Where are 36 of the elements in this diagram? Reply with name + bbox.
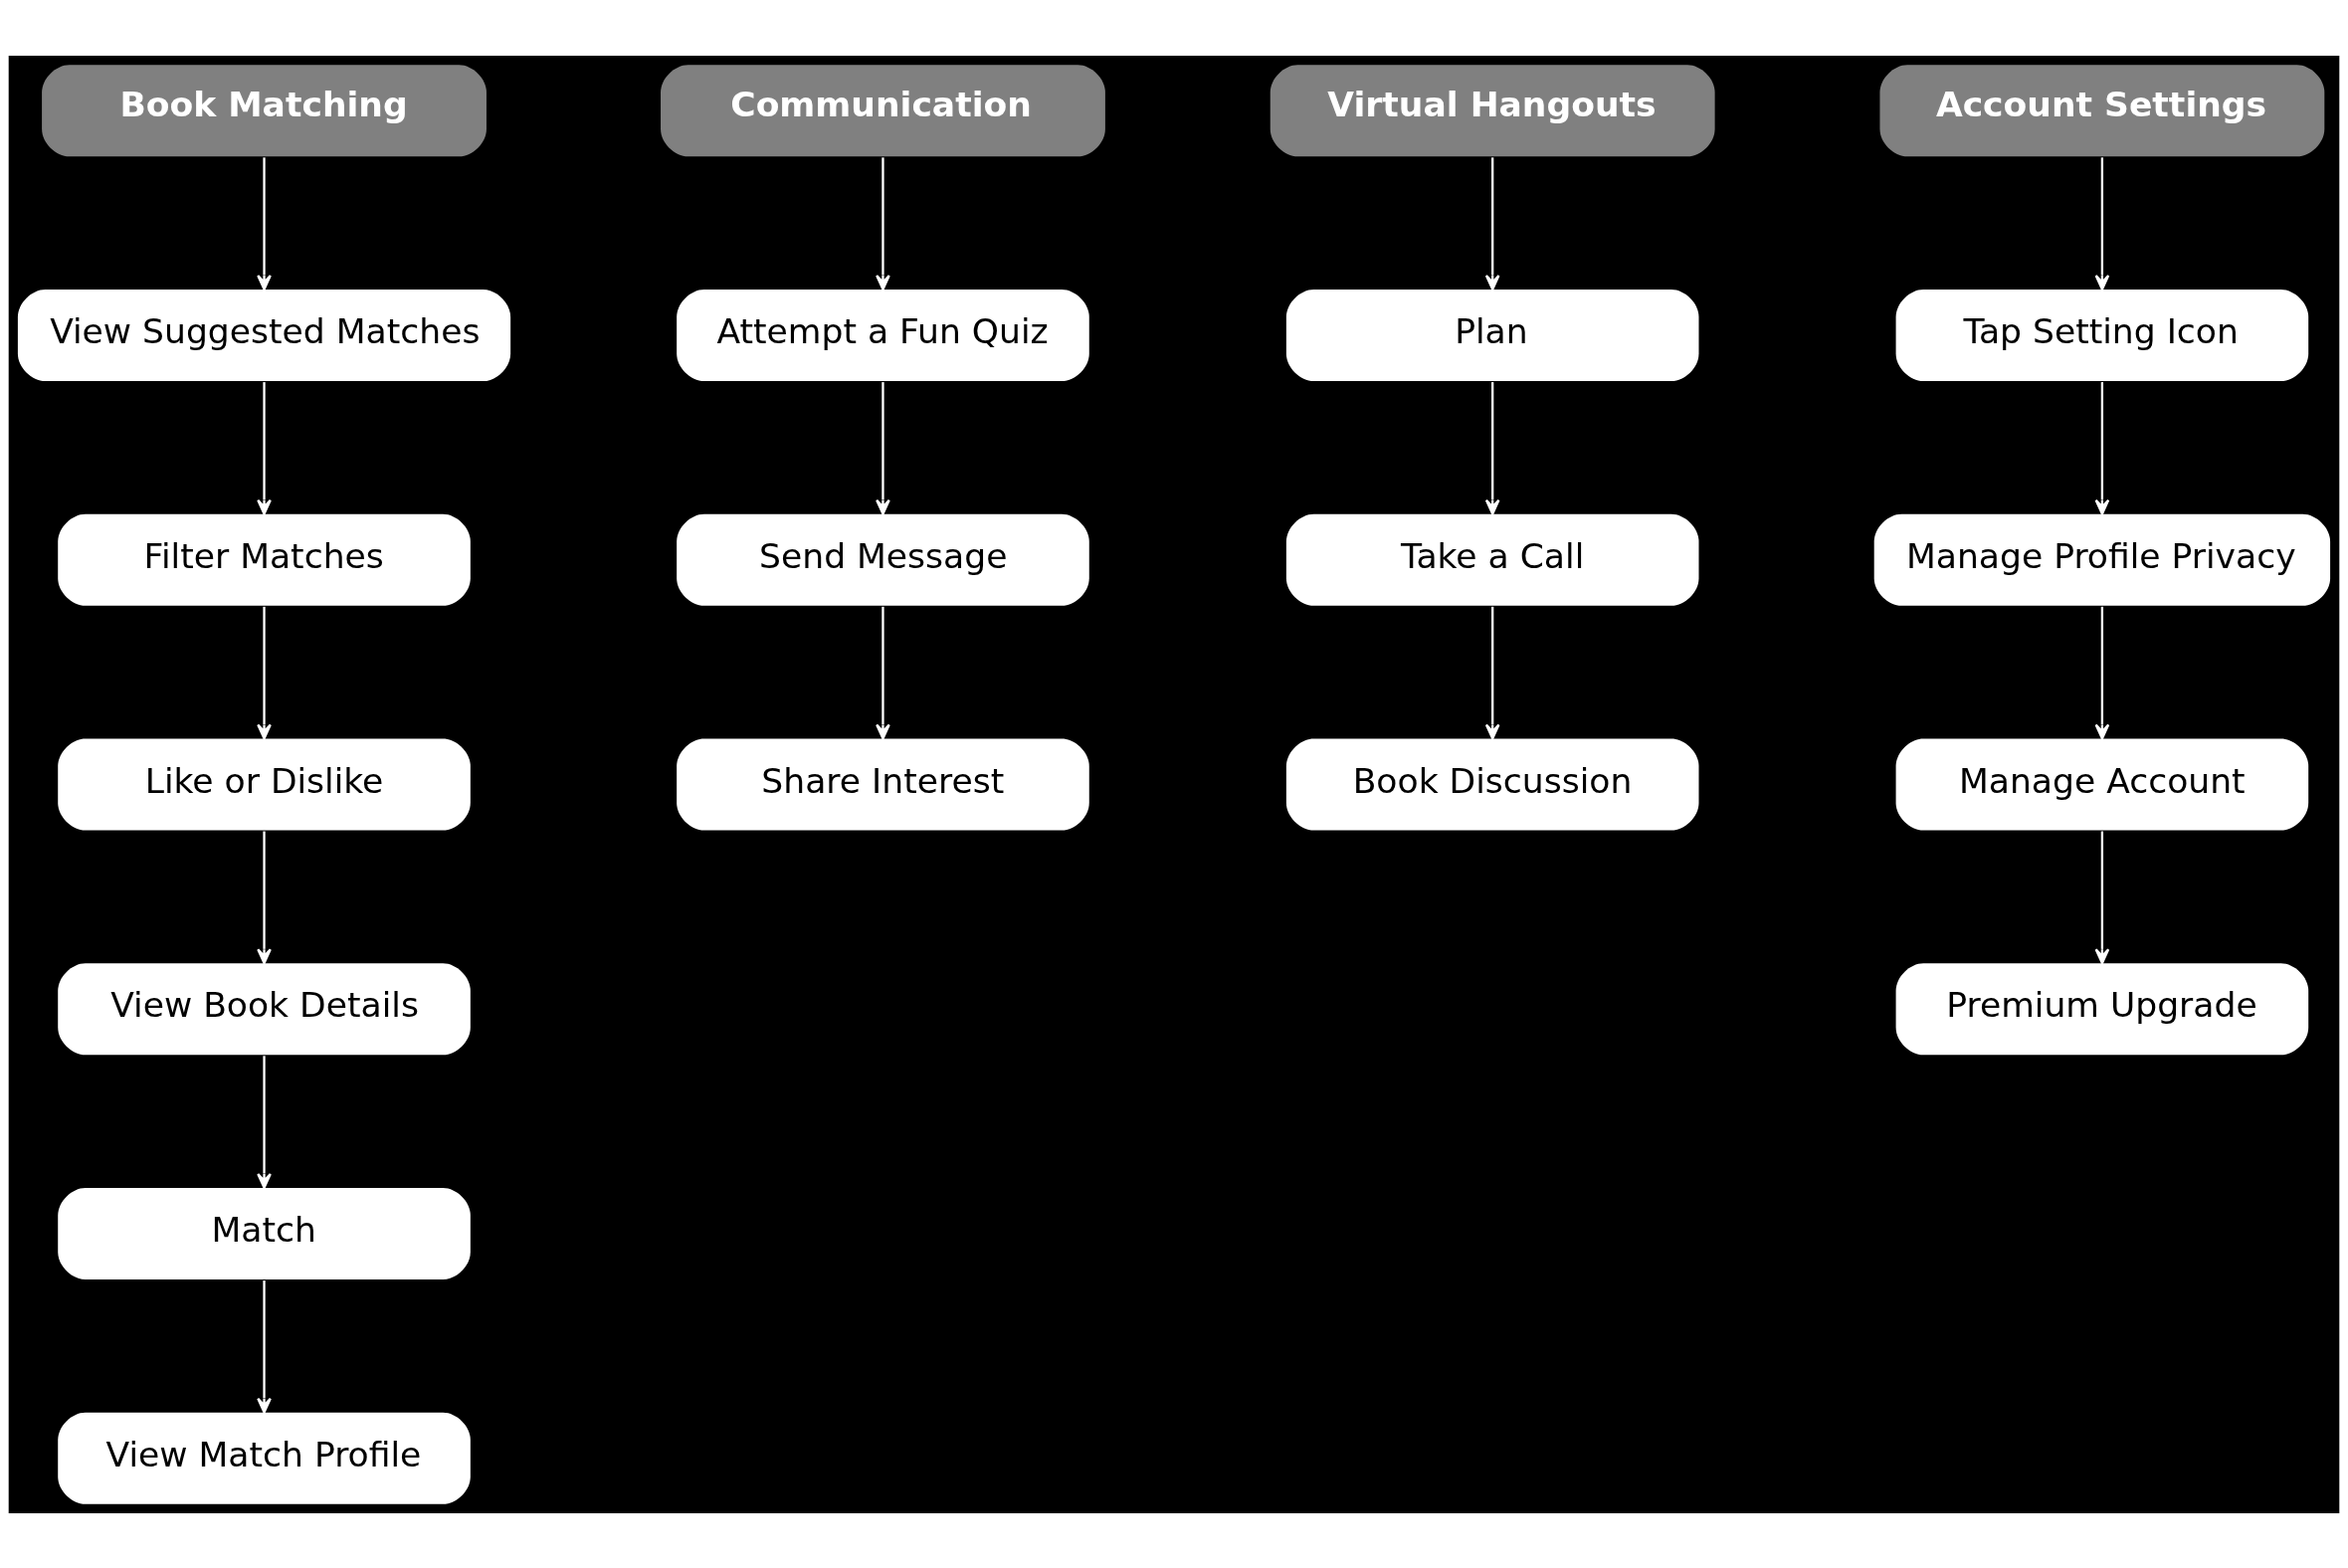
arrow bbox=[257, 606, 272, 739]
node-box: View Suggested Matches bbox=[17, 289, 511, 381]
arrow bbox=[257, 156, 272, 291]
node-box: Plan bbox=[1285, 289, 1699, 381]
node-box: Match bbox=[58, 1187, 471, 1279]
node-box: Account Settings bbox=[1879, 64, 2325, 156]
arrow bbox=[257, 1279, 272, 1414]
arrow bbox=[257, 831, 272, 964]
node-box: Filter Matches bbox=[58, 513, 471, 606]
arrow bbox=[876, 381, 890, 515]
arrow bbox=[257, 381, 272, 515]
arrow bbox=[2094, 831, 2110, 964]
arrow bbox=[2094, 381, 2110, 515]
node-box: View Match Profile bbox=[58, 1412, 471, 1504]
arrow bbox=[876, 606, 890, 739]
arrow bbox=[2094, 156, 2110, 291]
node-box: Premium Upgrade bbox=[1895, 962, 2309, 1055]
arrow bbox=[257, 1055, 272, 1189]
node-box: Like or Dislike bbox=[58, 737, 471, 831]
node-box: Book Discussion bbox=[1285, 737, 1699, 831]
arrow bbox=[2094, 606, 2110, 739]
arrow bbox=[1484, 606, 1500, 739]
arrow bbox=[1484, 381, 1500, 515]
node-box: Tap Setting Icon bbox=[1895, 289, 2309, 381]
node-box: Virtual Hangouts bbox=[1270, 64, 1715, 156]
arrow bbox=[876, 156, 890, 291]
node-box: View Book Details bbox=[58, 962, 471, 1055]
node-box: Take a Call bbox=[1285, 513, 1699, 606]
node-box: Attempt a Fun Quiz bbox=[677, 289, 1089, 381]
node-box: Share Interest bbox=[677, 737, 1089, 831]
node-box: Book Matching bbox=[42, 64, 487, 156]
arrow bbox=[1484, 156, 1500, 291]
node-box: Communication bbox=[661, 64, 1105, 156]
node-box: Send Message bbox=[677, 513, 1089, 606]
node-box: Manage Account bbox=[1895, 737, 2309, 831]
node-box: Manage Profile Privacy bbox=[1873, 513, 2331, 606]
